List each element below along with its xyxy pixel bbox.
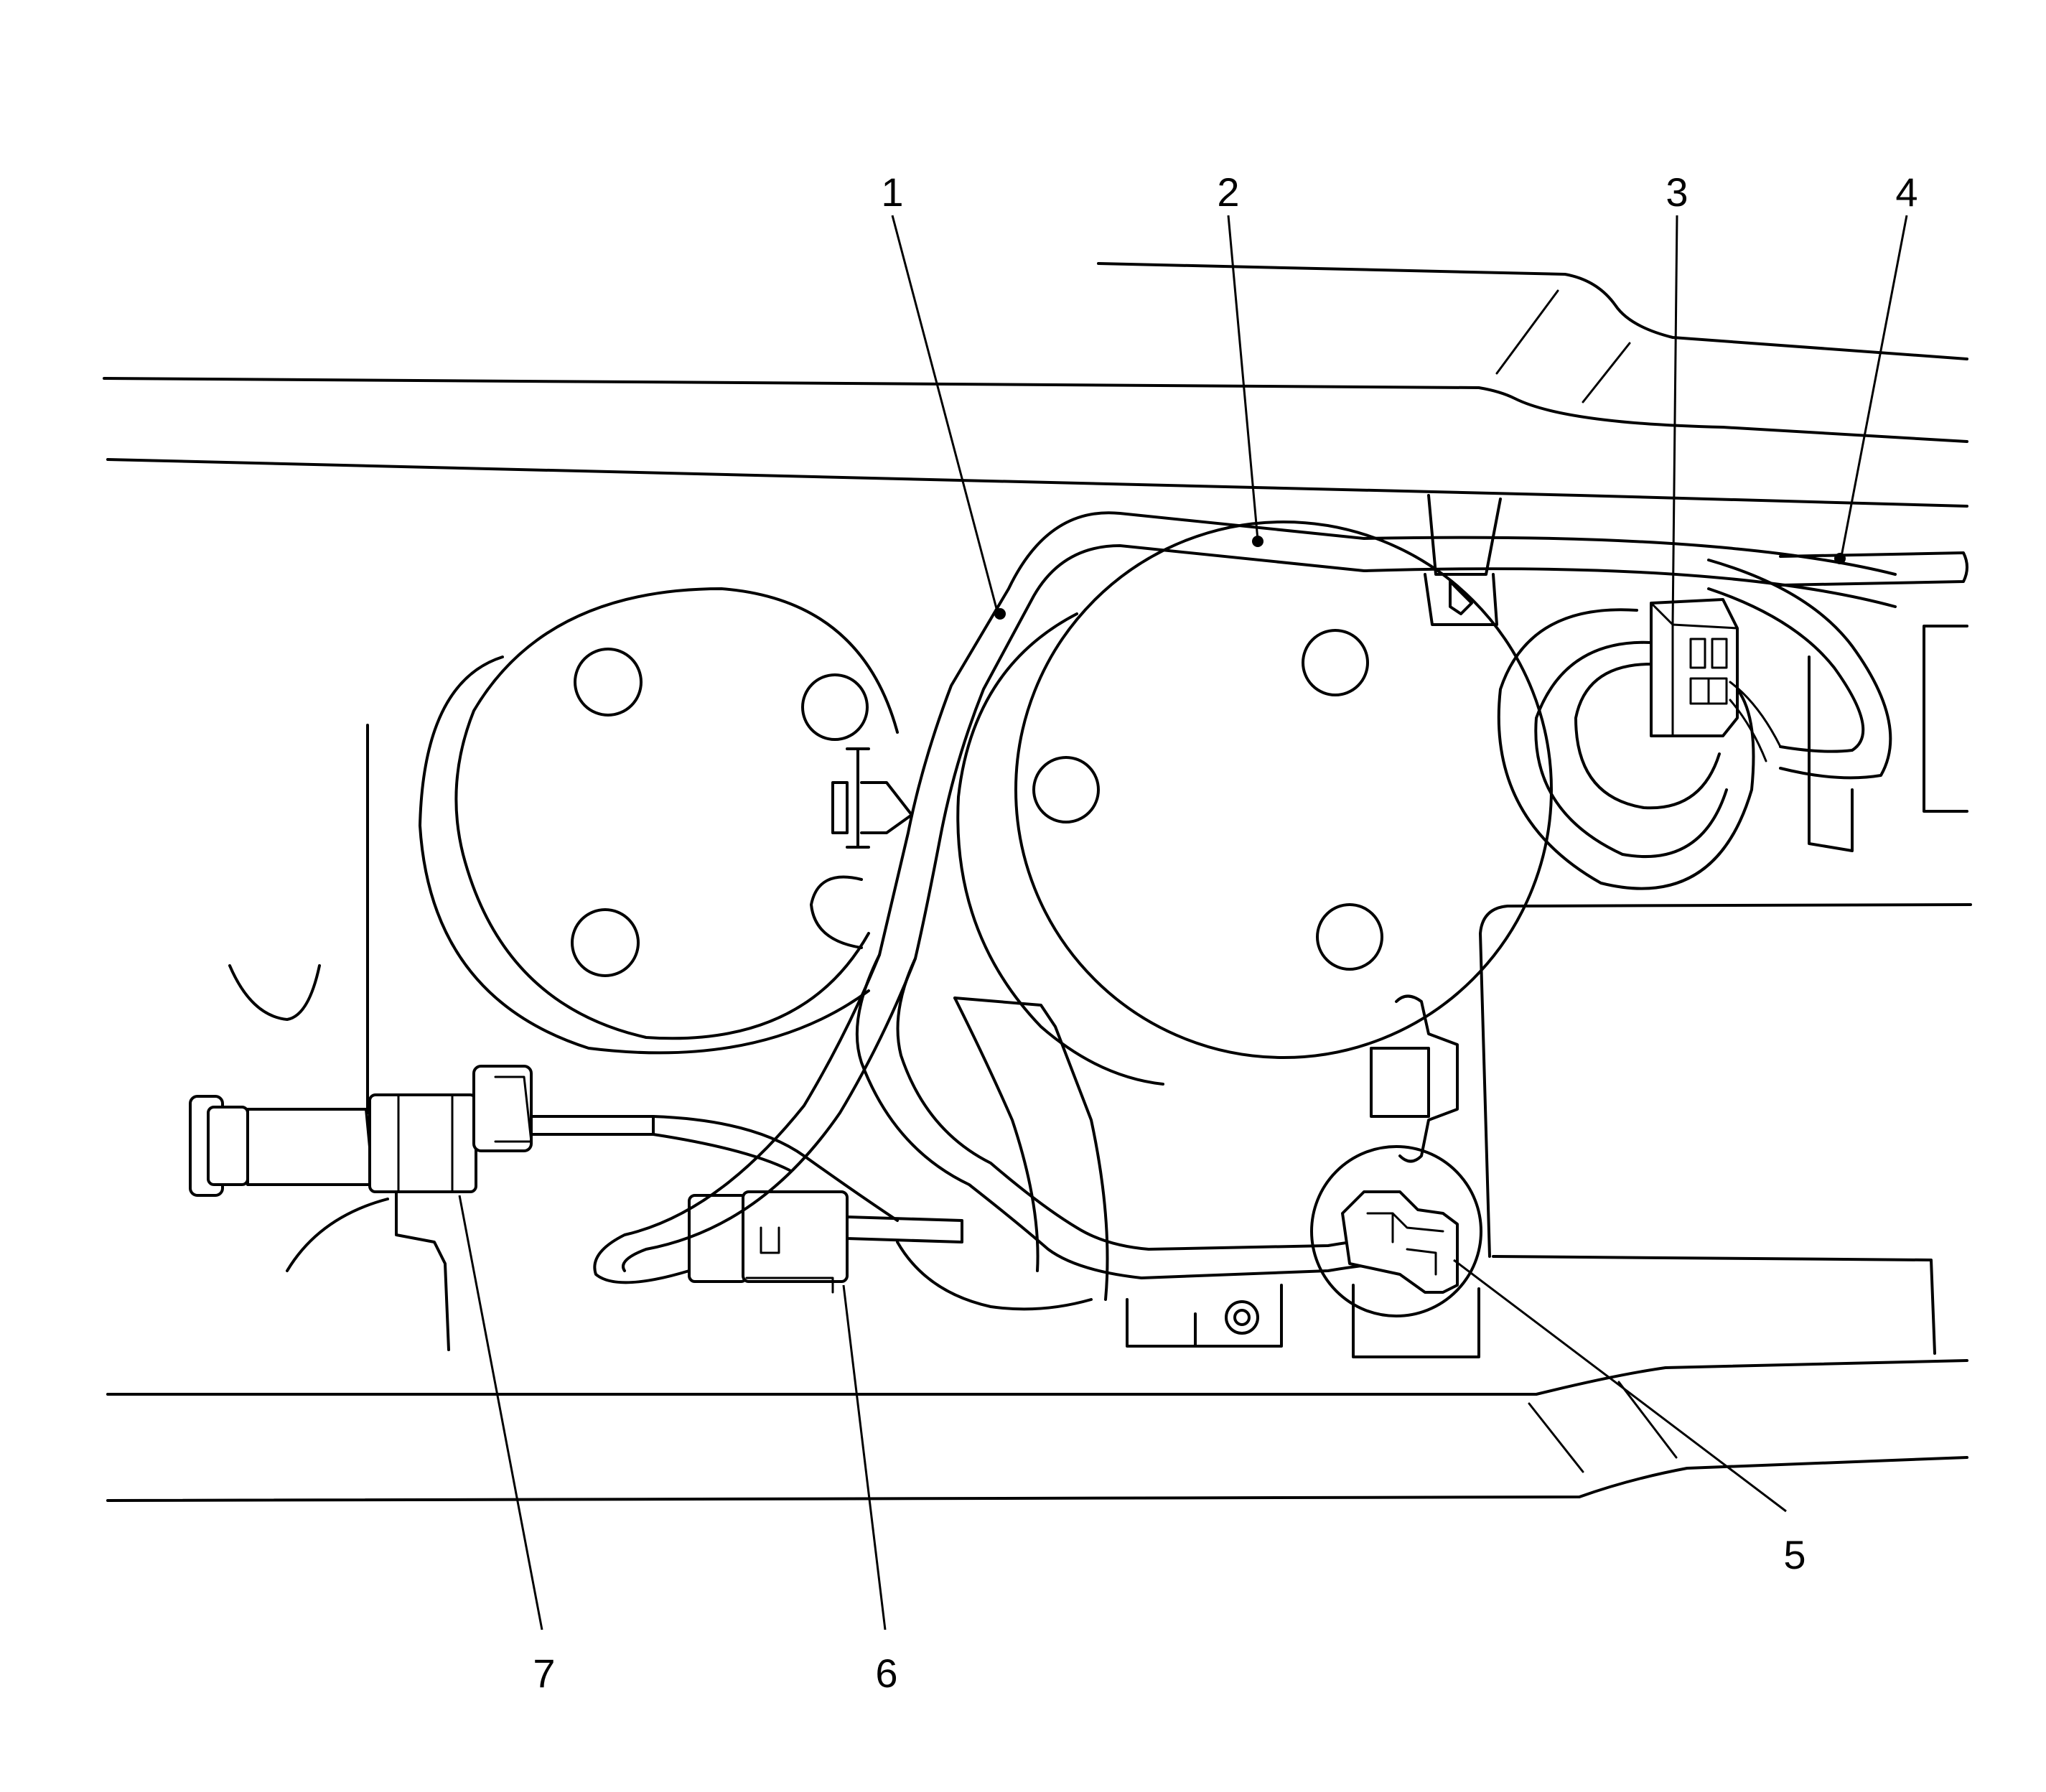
connector-6 — [688, 1190, 963, 1294]
lower-brackets — [1126, 1284, 1480, 1358]
harness-clip-right — [1370, 994, 1459, 1163]
wire-harness — [593, 511, 1968, 1284]
bolt — [1233, 1309, 1251, 1326]
right-tank — [1497, 608, 1755, 890]
callout-1: 1 — [881, 169, 903, 215]
callout-3: 3 — [1666, 169, 1688, 215]
callout-2: 2 — [1217, 169, 1239, 215]
callout-7: 7 — [533, 1651, 555, 1696]
callout-4: 4 — [1895, 169, 1917, 215]
lamp-socket — [189, 724, 450, 1351]
right-panel — [1479, 625, 1972, 1355]
upper-rail — [103, 262, 1968, 508]
callout-5: 5 — [1783, 1532, 1806, 1577]
callout-6: 6 — [875, 1651, 897, 1696]
connector-5 — [1310, 1145, 1482, 1317]
center-mount-hole — [1316, 903, 1383, 971]
center-tank-top — [1014, 521, 1553, 1059]
bolt — [1225, 1300, 1259, 1335]
connector-7 — [368, 1065, 655, 1193]
left-mount-hole — [574, 648, 643, 717]
left-mount-hole — [801, 673, 869, 741]
leader-lines — [458, 215, 1908, 1630]
left-housing — [228, 587, 899, 1272]
left-mount-hole — [571, 908, 640, 977]
center-housing — [896, 521, 1553, 1311]
connector-3 — [1650, 598, 1782, 762]
center-mount-hole — [1032, 756, 1100, 823]
upper-bracket — [1424, 494, 1502, 626]
center-mount-hole — [1302, 629, 1369, 696]
callout-labels: 1 2 3 4 5 6 7 — [533, 169, 1917, 1696]
harness-retainer-clip — [831, 747, 913, 849]
lower-rail — [106, 1359, 1968, 1502]
